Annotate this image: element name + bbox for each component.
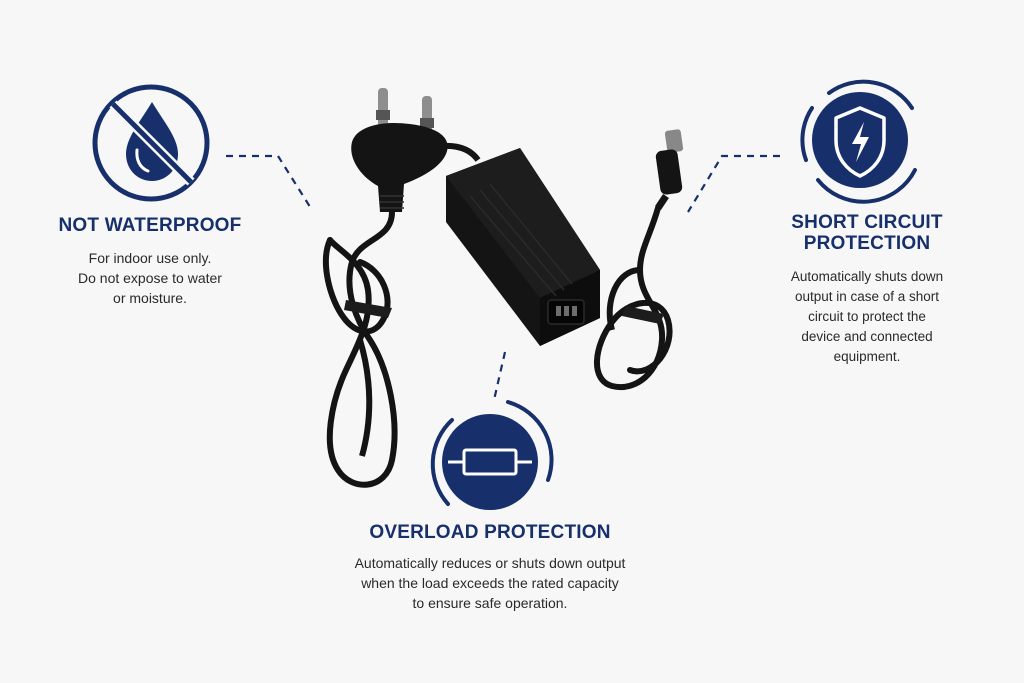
feature-description-line: circuit to protect the: [808, 308, 926, 324]
feature-description-line: to ensure safe operation.: [412, 595, 568, 612]
feature-description-line: when the load exceeds the rated capacity: [361, 575, 619, 592]
shield-lightning-icon: [800, 79, 917, 204]
feature-description-line: Do not expose to water: [78, 270, 222, 287]
feature-description-line: device and connected: [801, 328, 933, 344]
feature-title: SHORT CIRCUIT PROTECTION: [762, 212, 972, 255]
power-adapter-illustration: [322, 88, 684, 488]
connector-lines: [226, 154, 780, 401]
feature-description: For indoor use only. Do not expose to wa…: [40, 248, 260, 308]
feature-description-line: Automatically reduces or shuts down outp…: [354, 555, 626, 572]
connector-short: [687, 154, 780, 213]
feature-title-line: SHORT CIRCUIT: [791, 212, 943, 233]
feature-overload-protection: OVERLOAD PROTECTION Automatically reduce…: [300, 522, 680, 613]
feature-not-waterproof: NOT WATERPROOF For indoor use only. Do n…: [40, 215, 260, 308]
feature-description-line: For indoor use only.: [88, 250, 212, 267]
feature-title-line: PROTECTION: [803, 233, 931, 255]
feature-description-line: or moisture.: [113, 290, 187, 307]
feature-description: Automatically reduces or shuts down outp…: [300, 553, 680, 613]
fuse-icon: [430, 400, 554, 510]
feature-short-circuit-protection: SHORT CIRCUIT PROTECTION Automatically s…: [762, 212, 972, 367]
no-water-drop-icon: [92, 84, 210, 202]
feature-title: OVERLOAD PROTECTION: [369, 522, 611, 543]
feature-title: NOT WATERPROOF: [58, 215, 242, 236]
feature-description-line: Automatically shuts down: [790, 268, 944, 284]
feature-description-line: output in case of a short: [794, 288, 940, 304]
connector-overload: [492, 351, 507, 401]
feature-description-line: equipment.: [833, 348, 901, 364]
connector-water: [226, 154, 313, 211]
feature-description: Automatically shuts down output in case …: [762, 267, 972, 367]
